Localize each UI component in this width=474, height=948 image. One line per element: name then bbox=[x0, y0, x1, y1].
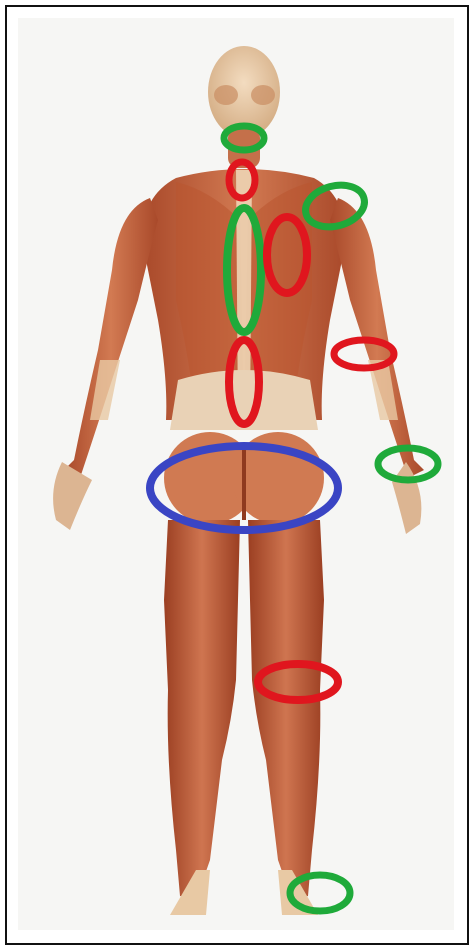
left-leg bbox=[164, 520, 240, 915]
left-arm bbox=[53, 198, 158, 530]
right-leg bbox=[248, 520, 324, 915]
